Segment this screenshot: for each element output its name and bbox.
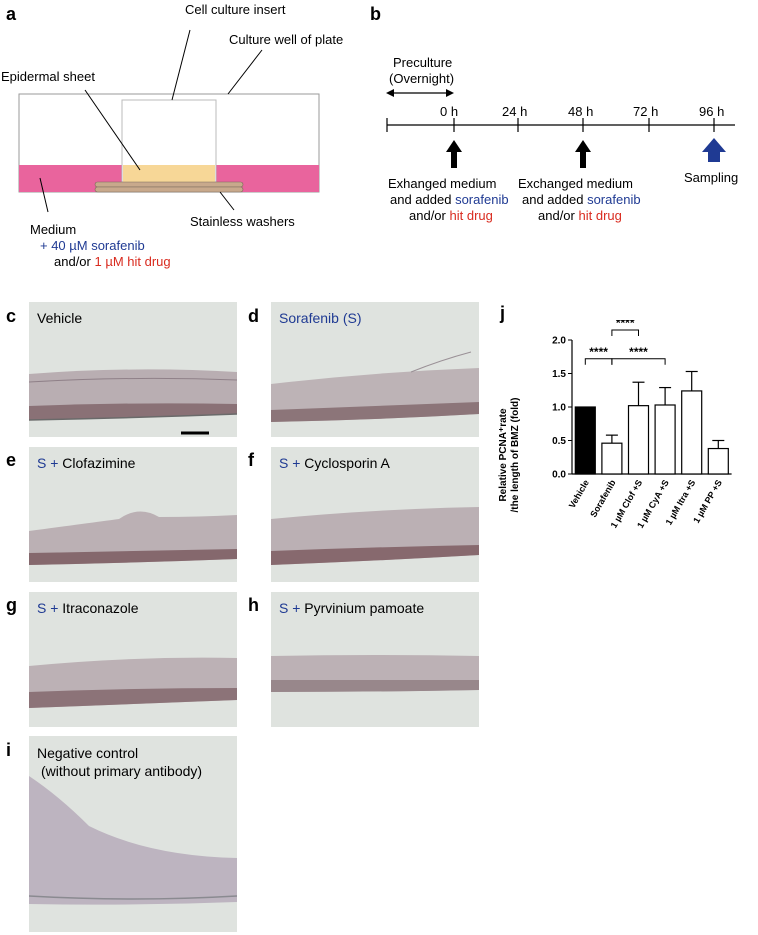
micrograph-label-negative-control: Negative control(without primary antibod… — [37, 745, 203, 779]
preculture-label: Preculture — [393, 55, 453, 70]
y-tick-label: 0.5 — [552, 436, 566, 447]
sampling-arrow — [702, 138, 726, 162]
micrograph-label-itraconazole: S + Itraconazole — [37, 600, 139, 616]
medium-label: Medium — [30, 222, 77, 237]
bar-5 — [707, 447, 729, 475]
y-tick-label: 2.0 — [552, 336, 566, 347]
tick-label-48h: 48 h — [568, 104, 594, 119]
well-leader — [227, 49, 263, 95]
preculture-arrowhead-right — [446, 89, 454, 97]
panel-letter-j: j — [500, 303, 506, 323]
culture-setup-diagram — [18, 29, 320, 213]
micrograph-vehicle: Vehicle — [29, 302, 237, 437]
timeline-diagram — [386, 89, 735, 168]
panel-letter-c: c — [6, 306, 17, 326]
preculture-arrowhead-left — [386, 89, 394, 97]
washer-bottom — [94, 186, 244, 193]
y-tick-label: 0.0 — [552, 470, 566, 481]
step1-line3: and/or hit drug — [409, 208, 493, 223]
panel-letter-f: f — [248, 450, 254, 470]
arrow-0h — [446, 140, 462, 168]
x-tick-label: Sorafenib — [588, 478, 618, 519]
sorafenib-concentration: + 40 µM sorafenib — [40, 238, 145, 253]
medium-leader — [39, 177, 49, 213]
tick-label-96h: 96 h — [699, 104, 725, 119]
panel-letter-h: h — [248, 595, 259, 615]
panel-letter-g: g — [6, 595, 17, 615]
micrograph-clofazimine: S + Clofazimine — [29, 447, 237, 582]
significance-label: **** — [629, 345, 648, 359]
arrow-48h — [575, 140, 591, 168]
significance-bracket — [611, 358, 666, 365]
micrograph-label-pyrvinium: S + Pyrvinium pamoate — [279, 600, 425, 616]
epidermal-sheet — [123, 165, 215, 182]
y-axis-label-line1: Relative PCNA⁺rate — [498, 408, 509, 502]
micrograph-pyrvinium: S + Pyrvinium pamoate — [271, 592, 479, 727]
step1-line2: and added sorafenib — [390, 192, 509, 207]
tissue-section — [271, 655, 479, 692]
bar-2 — [627, 405, 650, 475]
tissue-section — [29, 657, 237, 708]
panel-letter-e: e — [6, 450, 17, 470]
medium-andor: and/or 1 µM hit drug — [54, 254, 171, 269]
y-axis-label-line2: /the length of BMZ (fold) — [510, 398, 521, 513]
sheet-label: Epidermal sheet — [1, 69, 95, 84]
bar-0 — [574, 406, 596, 475]
panel-letter-a: a — [6, 4, 17, 24]
insert-label: Cell culture insert — [185, 2, 286, 17]
pcna-bar-chart: Relative PCNA⁺rate /the length of BMZ (f… — [498, 320, 732, 530]
tissue-section — [271, 351, 479, 422]
micrograph-sorafenib: Sorafenib (S) — [271, 302, 479, 437]
y-tick-label: 1.0 — [552, 403, 566, 414]
significance-label: **** — [589, 345, 608, 359]
tissue-section — [29, 511, 237, 565]
micrograph-label-clofazimine: S + Clofazimine — [37, 455, 136, 471]
significance-bracket — [584, 358, 613, 365]
tissue-section — [271, 507, 479, 565]
micrograph-label-cyclosporin: S + Cyclosporin A — [279, 455, 390, 471]
x-tick-label: Vehicle — [567, 478, 591, 510]
micrograph-negative-control: Negative control(without primary antibod… — [29, 736, 237, 932]
micrograph-cyclosporin: S + Cyclosporin A — [271, 447, 479, 582]
micrograph-label-sorafenib: Sorafenib (S) — [279, 310, 362, 326]
tissue-section — [29, 369, 237, 435]
tick-label-24h: 24 h — [502, 104, 528, 119]
step2-line3: and/or hit drug — [538, 208, 622, 223]
insert-leader — [171, 29, 191, 101]
tick-label-0h: 0 h — [440, 104, 459, 119]
sampling-label: Sampling — [684, 170, 739, 185]
overnight-label: (Overnight) — [389, 71, 455, 86]
washer-leader — [219, 191, 235, 211]
tissue-section — [29, 776, 237, 905]
significance-bracket — [611, 329, 639, 336]
washer-top — [94, 181, 244, 188]
bar-4 — [681, 390, 703, 475]
well-label: Culture well of plate — [229, 32, 344, 47]
panel-letter-i: i — [6, 740, 12, 760]
bar-1 — [601, 442, 623, 475]
tick-label-72h: 72 h — [633, 104, 659, 119]
bar-3 — [654, 404, 676, 475]
micrograph-label-vehicle: Vehicle — [37, 310, 83, 326]
step2-line1: Exchanged medium — [518, 176, 633, 191]
step2-line2: and added sorafenib — [522, 192, 641, 207]
washer-label: Stainless washers — [190, 214, 295, 229]
y-tick-label: 1.5 — [552, 369, 566, 380]
sheet-leader — [84, 89, 141, 171]
panel-letter-b: b — [370, 4, 381, 24]
significance-label: **** — [616, 320, 635, 330]
step1-line1: Exhanged medium — [388, 176, 497, 191]
micrograph-itraconazole: S + Itraconazole — [29, 592, 237, 727]
panel-letter-d: d — [248, 306, 259, 326]
